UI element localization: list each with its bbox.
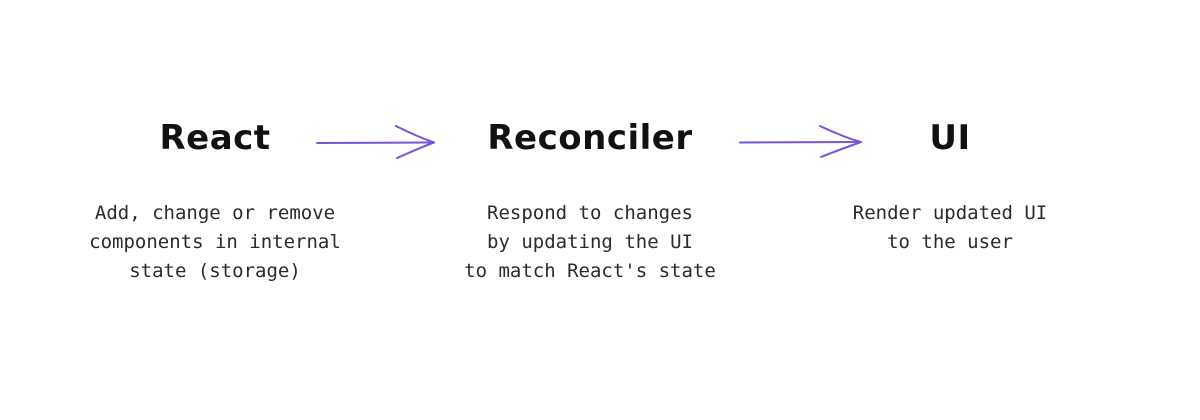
description-line: state (storage) [129, 260, 301, 282]
description-line: Render updated UI [852, 202, 1048, 224]
node-title-ui: UI [929, 118, 971, 158]
description-line: to match React's state [464, 260, 716, 282]
node-description-reconciler: Respond to changes by updating the UI to… [445, 199, 735, 286]
node-description-ui: Render updated UI to the user [800, 199, 1100, 257]
node-react: React Add, change or remove components i… [70, 0, 360, 420]
description-line: by updating the UI [487, 231, 693, 253]
node-description-react: Add, change or remove components in inte… [70, 199, 360, 286]
description-line: Add, change or remove [94, 202, 336, 224]
description-line: to the user [887, 231, 1013, 253]
description-line: components in internal [89, 231, 341, 253]
node-title-reconciler: Reconciler [487, 118, 693, 158]
node-reconciler: Reconciler Respond to changes by updatin… [445, 0, 735, 420]
node-ui: UI Render updated UI to the user [800, 0, 1100, 420]
node-title-react: React [159, 118, 271, 158]
description-line: Respond to changes [487, 202, 693, 224]
